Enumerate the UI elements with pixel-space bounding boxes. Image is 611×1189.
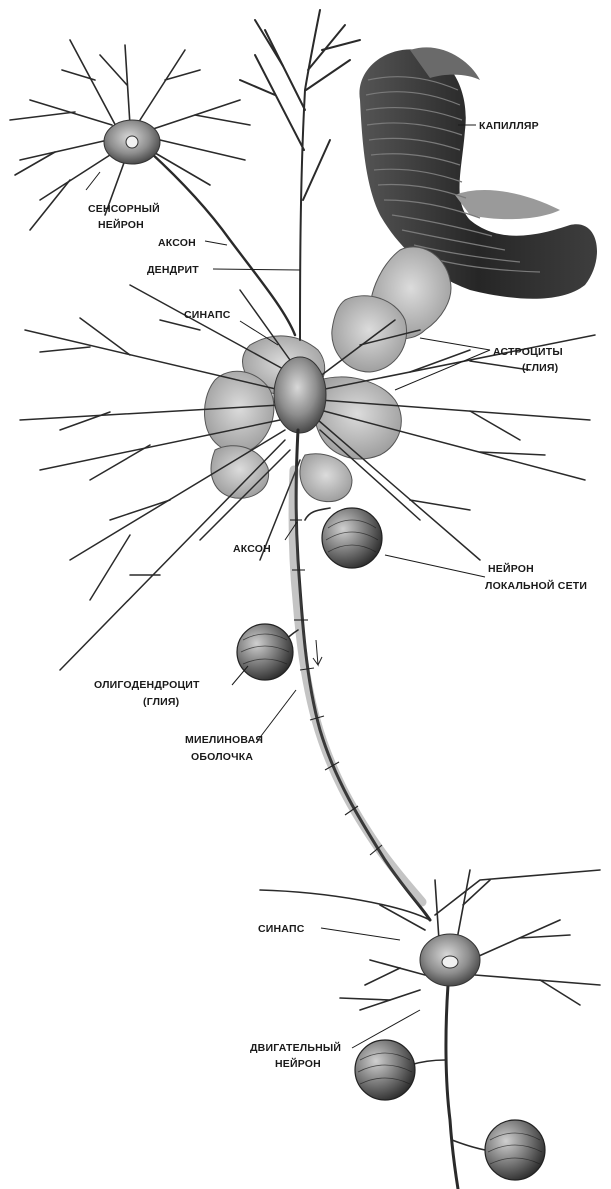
label-local-neuron-1: НЕЙРОН: [488, 562, 534, 575]
label-astrocytes-1: АСТРОЦИТЫ: [493, 346, 563, 358]
label-astrocytes-2: (ГЛИЯ): [522, 362, 558, 374]
label-sensory-neuron-2: НЕЙРОН: [98, 218, 144, 231]
label-motor-neuron-2: НЕЙРОН: [275, 1057, 321, 1070]
label-local-neuron-2: ЛОКАЛЬНОЙ СЕТИ: [485, 579, 587, 592]
label-myelin-1: МИЕЛИНОВАЯ: [185, 734, 263, 746]
label-capillary: КАПИЛЛЯР: [479, 120, 539, 132]
label-synapse-bottom: СИНАПС: [258, 923, 305, 935]
label-myelin-2: ОБОЛОЧКА: [191, 751, 253, 763]
local-neuron-soma: [274, 357, 326, 433]
myelinated-axon: [290, 430, 430, 920]
astrocyte-cluster: [204, 247, 450, 502]
label-motor-neuron-1: ДВИГАТЕЛЬНЫЙ: [250, 1041, 341, 1054]
dendrite-tree: [240, 10, 360, 340]
label-dendrite: ДЕНДРИТ: [147, 264, 199, 276]
label-oligodendrocyte-2: (ГЛИЯ): [143, 696, 179, 708]
oligodendrocytes: [237, 508, 382, 680]
label-sensory-neuron-1: СЕНСОРНЫЙ: [88, 202, 160, 215]
label-axon-top: АКСОН: [158, 237, 196, 249]
label-axon-middle: АКСОН: [233, 543, 271, 555]
label-oligodendrocyte-1: ОЛИГОДЕНДРОЦИТ: [94, 679, 200, 691]
label-synapse-top: СИНАПС: [184, 309, 231, 321]
